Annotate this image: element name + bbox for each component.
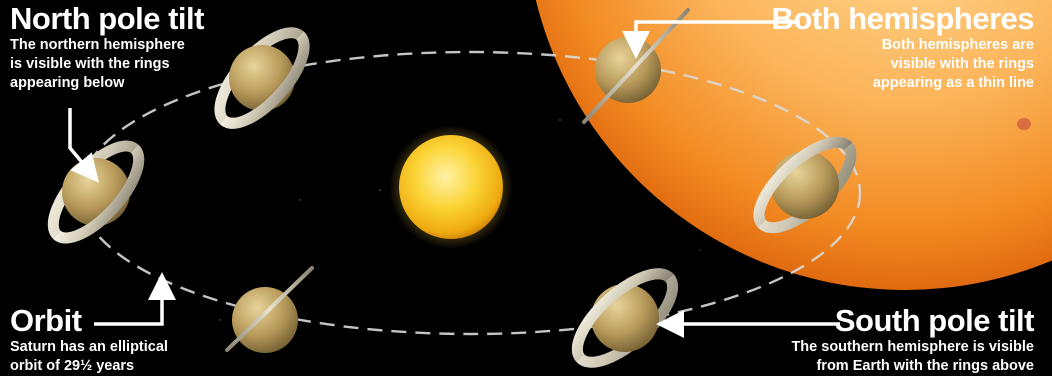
both-hemispheres-desc-line-3: appearing as a thin line [872,75,1034,91]
orbit-desc-line-1: Saturn has an elliptical [10,339,168,355]
south-pole-title: South pole tilt [834,303,1035,338]
orbit-caption: Orbit Saturn has an elliptical orbit of … [10,304,240,376]
south-pole-desc-line-2: from Earth with the rings above [816,358,1034,374]
giant-star [535,0,1052,290]
south-pole-desc-line-1: The southern hemisphere is visible [791,339,1034,355]
both-hemispheres-title: Both hemispheres [771,1,1035,36]
star-spot [1017,118,1031,130]
sun [399,135,503,239]
both-hemispheres-desc-line-1: Both hemispheres are [881,37,1034,53]
north-pole-desc-line-1: The northern hemisphere [10,37,185,53]
saturn-bottom-left [225,266,314,353]
north-pole-desc-line-2: is visible with the rings [10,56,170,72]
both-hemispheres-desc-line-2: visible with the rings [890,56,1034,72]
both-hemispheres-arrow [622,20,800,59]
north-pole-arrow [68,108,99,183]
orbit-title: Orbit [10,303,82,338]
orbit-arrow [94,272,176,326]
north-pole-title: North pole tilt [10,1,204,36]
north-pole-desc-line-3: appearing below [10,75,125,91]
orbit-desc-line-2: orbit of 29½ years [10,358,135,374]
orbit-path [78,50,862,336]
both-hemispheres-caption: Both hemispheres Both hemispheres are vi… [734,1,1035,93]
south-pole-caption: South pole tilt The southern hemisphere … [654,304,1034,376]
north-pole-caption: North pole tilt The northern hemisphere … [10,2,260,93]
stars [139,59,701,321]
